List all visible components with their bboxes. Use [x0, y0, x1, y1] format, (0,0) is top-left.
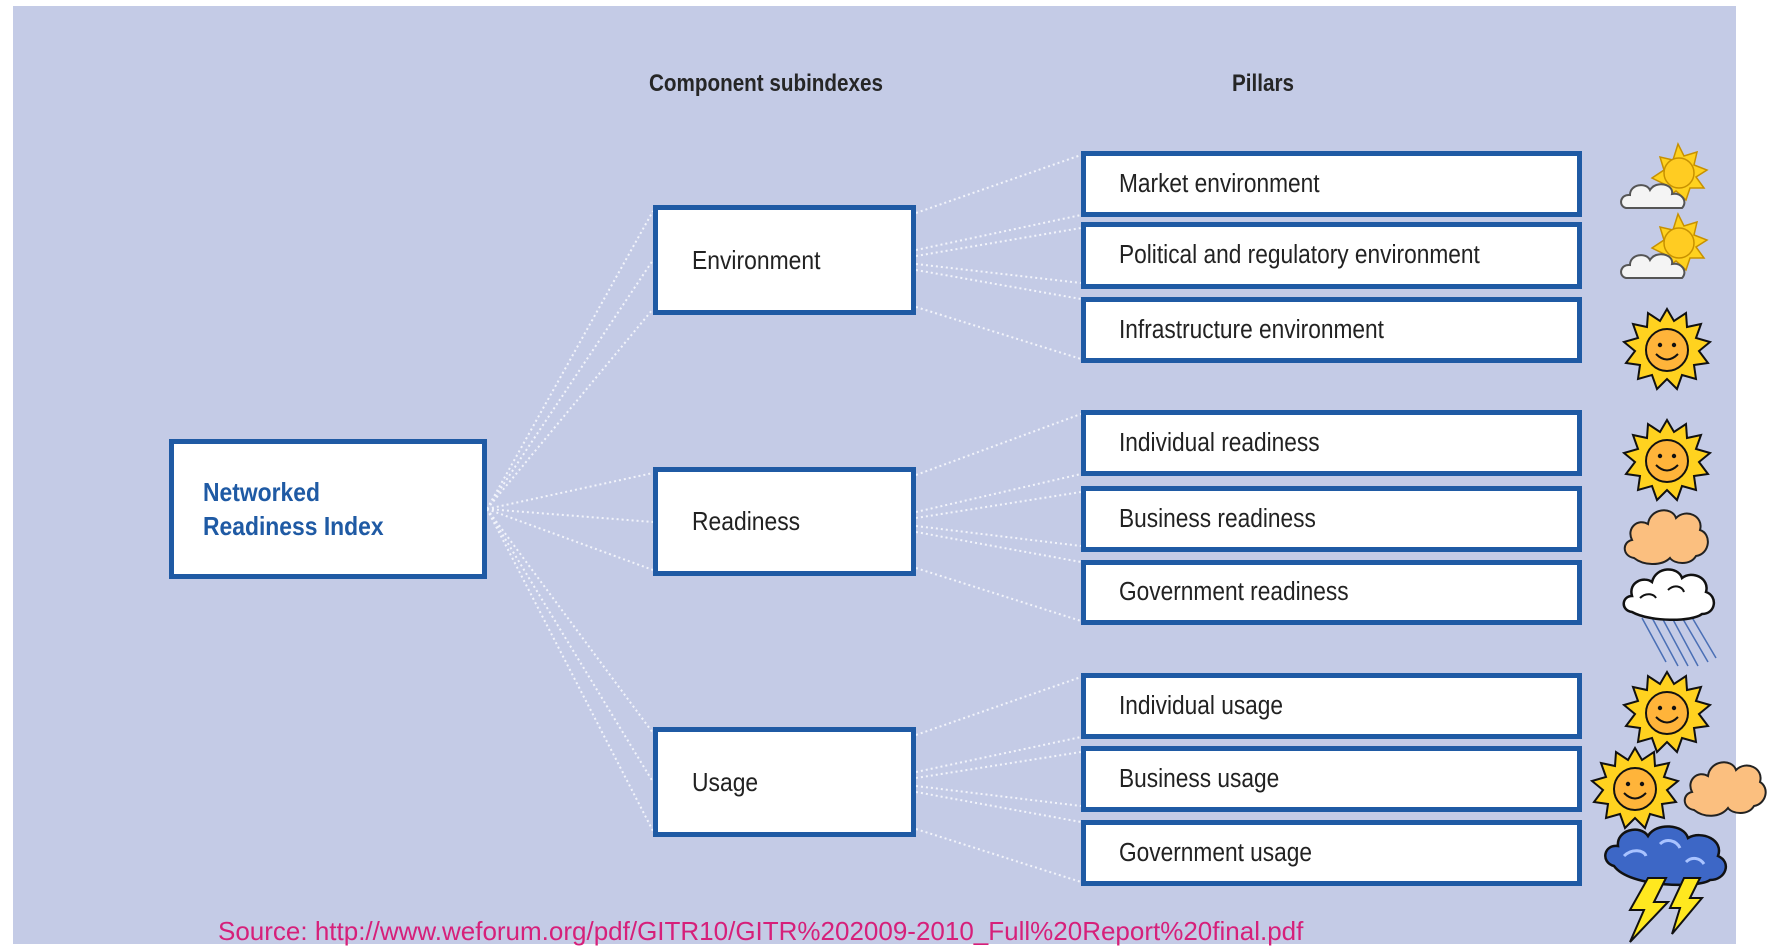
partly-sunny-icon	[1620, 142, 1709, 209]
connector-line	[915, 676, 1082, 736]
connector-line	[915, 154, 1082, 214]
subindex-label: Environment	[692, 244, 821, 275]
connector-line	[915, 491, 1082, 519]
subindex-label: Usage	[692, 766, 759, 797]
connector-line	[915, 413, 1082, 476]
connector-line	[915, 269, 1082, 300]
pillar-business-usage: Business usage	[1081, 746, 1582, 812]
sun-icon	[1622, 307, 1712, 391]
subindex-readiness-box: Readiness	[653, 467, 916, 576]
pillar-label: Government readiness	[1119, 578, 1349, 606]
connector-line	[915, 828, 1082, 883]
connector-line	[915, 306, 1082, 360]
pillar-infrastructure-environment: Infrastructure environment	[1081, 297, 1582, 363]
sun-and-cloud-icon	[1590, 746, 1767, 830]
pillars-header: Pillars	[1232, 70, 1294, 97]
connector-line	[486, 259, 654, 510]
pillar-label: Business usage	[1119, 764, 1280, 793]
pillar-label: Individual usage	[1119, 691, 1284, 720]
thunderstorm-icon	[1604, 825, 1728, 943]
connector-line	[486, 508, 654, 523]
connector-line	[915, 531, 1082, 563]
connector-line	[915, 227, 1082, 257]
pillar-market-environment: Market environment	[1081, 151, 1582, 217]
connector-line	[915, 214, 1082, 251]
connector-line	[915, 263, 1082, 284]
networked-readiness-index-box: Networked Readiness Index	[169, 439, 487, 579]
pillar-label: Business readiness	[1119, 504, 1316, 533]
pillar-government-readiness: Government readiness	[1081, 560, 1582, 625]
pillar-individual-readiness: Individual readiness	[1081, 410, 1582, 476]
connector-line	[486, 472, 654, 510]
index-label: Networked Readiness Index	[203, 477, 384, 541]
pillar-label: Market environment	[1119, 169, 1320, 198]
partly-sunny-icon	[1620, 212, 1709, 279]
connector-line	[486, 508, 654, 783]
sun-icon	[1622, 670, 1712, 754]
pillar-individual-usage: Individual usage	[1081, 673, 1582, 739]
connector-line	[915, 736, 1082, 773]
connector-line	[486, 508, 654, 832]
pillar-political-regulatory-environment: Political and regulatory environment	[1081, 222, 1582, 289]
pillar-label: Political and regulatory environment	[1119, 241, 1480, 269]
pillar-business-readiness: Business readiness	[1081, 486, 1582, 552]
rain-cloud-icon	[1622, 568, 1717, 667]
subindex-environment-box: Environment	[653, 205, 916, 315]
connector-line	[915, 473, 1082, 513]
connector-line	[486, 308, 654, 510]
source-citation: Source: http://www.weforum.org/pdf/GITR1…	[218, 916, 1304, 946]
connector-line	[486, 210, 654, 510]
connector-line	[486, 508, 654, 571]
subindex-usage-box: Usage	[653, 727, 916, 837]
pillar-government-usage: Government usage	[1081, 820, 1582, 886]
pillar-label: Infrastructure environment	[1119, 315, 1384, 344]
cloud-icon	[1623, 509, 1709, 565]
connector-line	[486, 508, 654, 734]
sun-icon	[1622, 418, 1712, 502]
pillar-label: Individual readiness	[1119, 428, 1320, 457]
subindex-label: Readiness	[692, 506, 801, 536]
pillar-label: Government usage	[1119, 838, 1313, 867]
connector-line	[915, 751, 1082, 779]
connector-line	[915, 567, 1082, 622]
connector-line	[915, 791, 1082, 823]
subindexes-header: Component subindexes	[649, 70, 883, 97]
